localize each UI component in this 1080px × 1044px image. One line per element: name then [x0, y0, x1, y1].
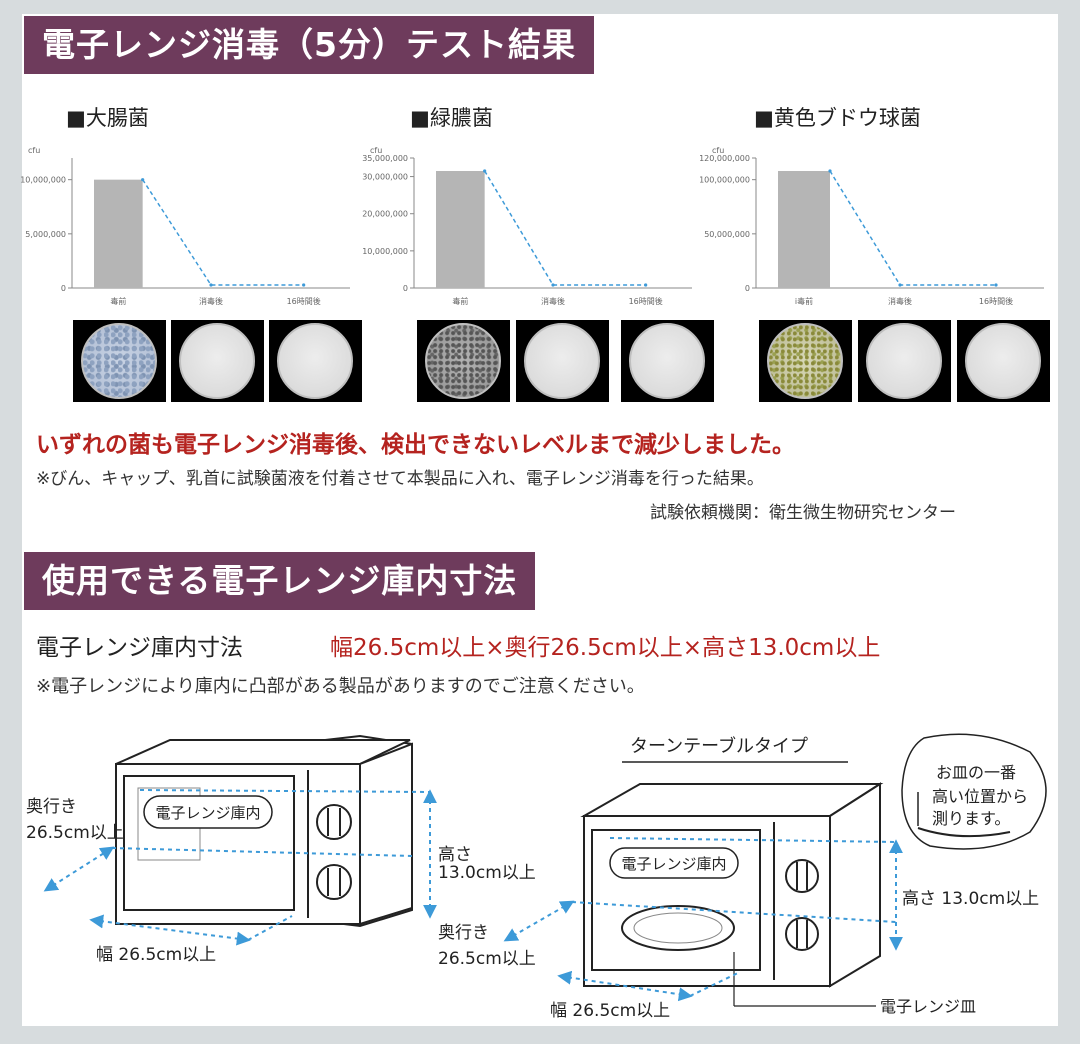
pseudomonas-dish-16h: [621, 320, 714, 402]
chart-category-label: 消毒後: [199, 296, 223, 306]
chart-point: [302, 283, 306, 287]
right-callout-bubble: お皿の一番 高い位置から 測ります。: [901, 733, 1047, 850]
chart-ytick-label: 10,000,000: [362, 247, 408, 256]
microwave-size-banner: 使用できる電子レンジ庫内寸法: [24, 552, 536, 610]
chart-ytick-label: 10,000,000: [20, 176, 66, 185]
pseudomonas-dish-before: [417, 320, 510, 402]
chart-category-label: 毒前: [452, 296, 468, 306]
left-inner-label: 電子レンジ庫内: [155, 804, 260, 822]
right-height-label: 高さ 13.0cm以上: [902, 889, 1039, 909]
chart-ytick-label: 35,000,000: [362, 154, 408, 163]
chart-point: [828, 169, 832, 173]
staph-dish-before: [759, 320, 852, 402]
chart-ytick-label: 0: [745, 284, 750, 293]
left-depth-label-2: 26.5cm以上: [26, 823, 124, 843]
chart-ytick-label: 50,000,000: [704, 230, 750, 239]
chart-trend-line: [142, 179, 304, 286]
callout-line-3: 測ります。: [932, 809, 1010, 828]
right-dimension-lines: [503, 837, 903, 1002]
ecoli-dish-before: [73, 320, 166, 402]
chart-trend-line: [829, 170, 996, 286]
chart-trend-line: [484, 170, 646, 286]
chart-ytick-label: 0: [403, 284, 408, 293]
chart-bar: [436, 171, 485, 288]
microwave-diagrams: 電子レンジ庫内 奥行き 26.5cm以上 高さ 13.0cm以上 幅 26.5c…: [26, 733, 1047, 1021]
result-message: いずれの菌も電子レンジ消毒後、検出できないレベルまで減少しました。: [36, 432, 795, 458]
pseudomonas-dish-after: [516, 320, 609, 402]
test-institute: 試験依頼機関：衛生微生物研究センター: [650, 503, 956, 523]
dimension-label: 電子レンジ庫内寸法: [36, 635, 243, 661]
chart-bar: [94, 179, 143, 288]
pseudomonas-title: ■緑膿菌: [410, 106, 493, 130]
test-results-banner: 電子レンジ消毒（5分）テスト結果: [24, 16, 594, 74]
right-inner-label: 電子レンジ庫内: [621, 855, 726, 873]
chart-ylabel: cfu: [370, 146, 382, 155]
chart-point: [994, 283, 998, 287]
callout-line-1: お皿の一番: [936, 763, 1016, 782]
staph-dish-16h: [957, 320, 1050, 402]
dimension-value: 幅26.5cm以上×奥行26.5cm以上×高さ13.0cm以上: [330, 635, 881, 661]
chart-point: [141, 178, 145, 182]
chart-ytick-label: 100,000,000: [699, 176, 750, 185]
chart-point: [898, 283, 902, 287]
ecoli-dish-16h: [269, 320, 362, 402]
staph-dish-after: [858, 320, 951, 402]
chart-category-label: 消毒後: [888, 296, 912, 306]
staph-title: ■黄色ブドウ球菌: [754, 106, 921, 130]
chart-category-label: i毒前: [795, 296, 813, 306]
chart-point: [551, 283, 555, 287]
left-height-label-2: 13.0cm以上: [438, 863, 536, 883]
right-depth-label-1: 奥行き: [438, 923, 489, 943]
chart-category-label: 16時間後: [287, 296, 321, 306]
left-dimension-lines: [43, 789, 437, 946]
chart-ytick-label: 20,000,000: [362, 210, 408, 219]
chart-ytick-label: 5,000,000: [25, 230, 66, 239]
chart-category-label: 消毒後: [541, 296, 565, 306]
chart-point: [644, 283, 648, 287]
left-microwave: [115, 734, 413, 928]
left-inner-label-box: 電子レンジ庫内: [143, 795, 273, 829]
dimension-note: ※電子レンジにより庫内に凸部がある製品がありますのでご注意ください。: [36, 676, 645, 697]
chart-ytick-label: 120,000,000: [699, 154, 750, 163]
pseudomonas-chart: cfu 0 10,000,000 20,000,000 30,000,000 35,000…: [362, 146, 692, 306]
staph-chart: cfu 0 50,000,000 100,000,000 120,000,000 i毒前 消…: [699, 146, 1044, 306]
left-depth-label-1: 奥行き: [26, 797, 77, 817]
turntable-title: ターンテーブルタイプ: [630, 735, 808, 757]
ecoli-title: ■大腸菌: [66, 106, 149, 130]
chart-ytick-label: 0: [61, 284, 66, 293]
chart-ylabel: cfu: [712, 146, 724, 155]
right-microwave: [580, 782, 884, 1007]
chart-point: [209, 283, 213, 287]
chart-ylabel: cfu: [28, 146, 40, 155]
left-width-label: 幅 26.5cm以上: [96, 945, 216, 965]
plate-label: 電子レンジ皿: [880, 997, 976, 1016]
ecoli-chart: cfu 0 5,000,000 10,000,000 毒前 消毒後 16時間後: [20, 146, 350, 306]
chart-ytick-label: 30,000,000: [362, 173, 408, 182]
right-depth-label-2: 26.5cm以上: [438, 949, 536, 969]
chart-bar: [778, 171, 830, 288]
right-width-label: 幅 26.5cm以上: [550, 1001, 670, 1021]
right-inner-label-box: 電子レンジ庫内: [609, 847, 739, 879]
left-height-label-1: 高さ: [438, 845, 472, 865]
chart-category-label: 毒前: [110, 296, 126, 306]
chart-category-label: 16時間後: [979, 296, 1013, 306]
chart-category-label: 16時間後: [629, 296, 663, 306]
callout-line-2: 高い位置から: [932, 787, 1028, 806]
ecoli-dish-after: [171, 320, 264, 402]
chart-point: [483, 169, 487, 173]
test-footnote: ※びん、キャップ、乳首に試験菌液を付着させて本製品に入れ、電子レンジ消毒を行った…: [36, 469, 764, 489]
